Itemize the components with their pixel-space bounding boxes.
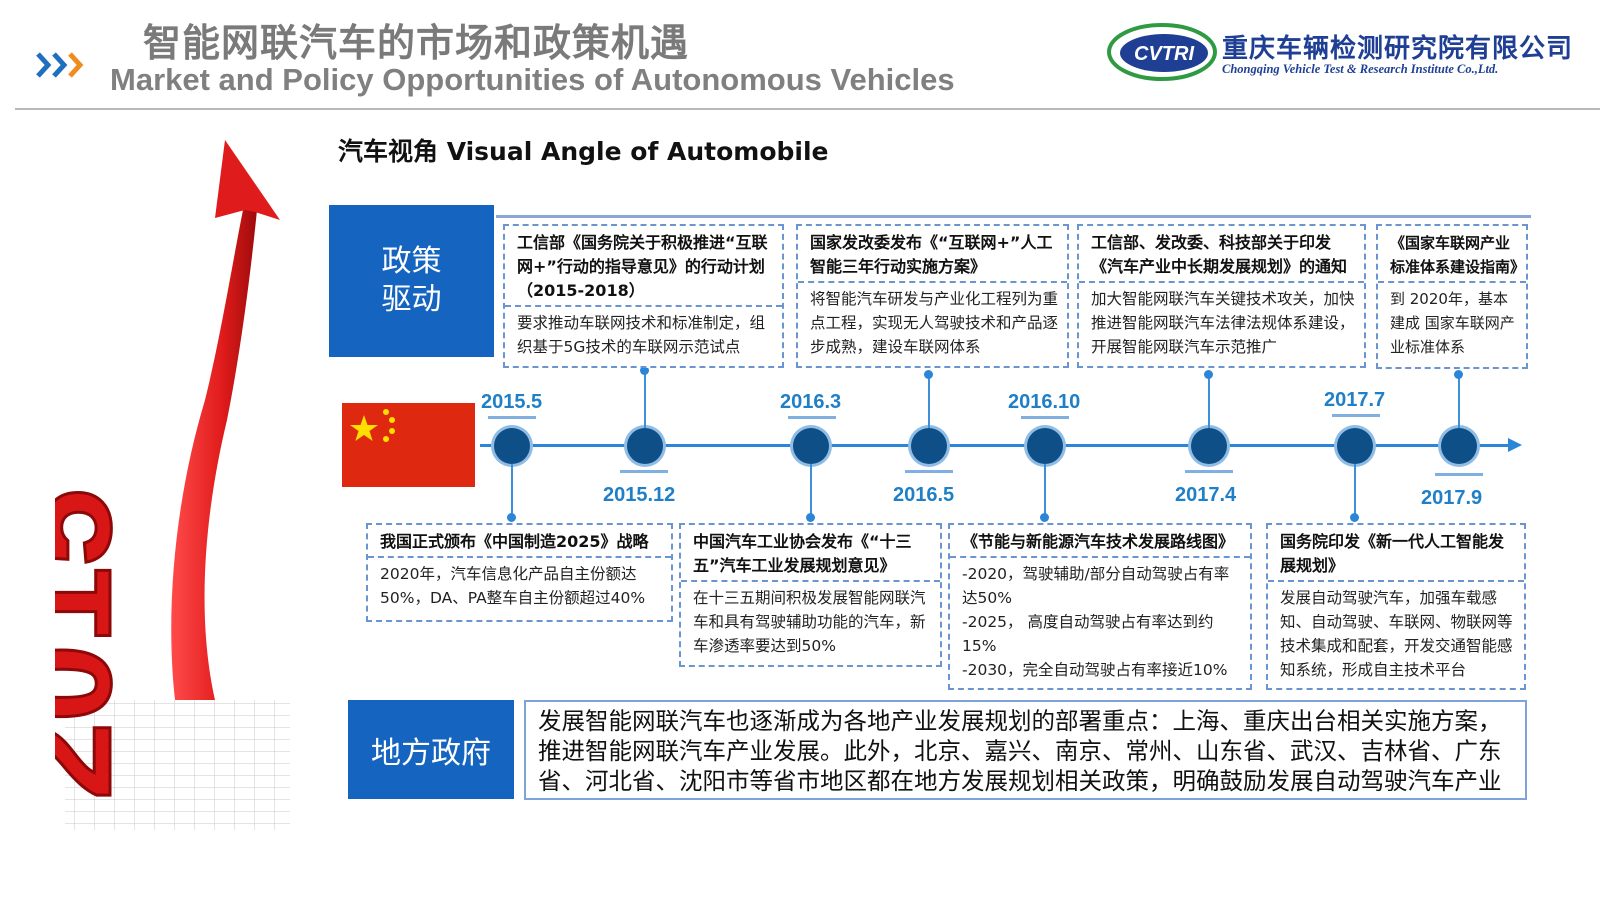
year-underline — [788, 416, 836, 419]
year-label: 2015.5 — [481, 391, 543, 413]
connector-line — [1044, 464, 1046, 517]
timeline-dot-2015-12 — [627, 428, 663, 464]
company-name-en: Chongqing Vehicle Test & Research Instit… — [1222, 62, 1499, 76]
connector-line — [1208, 374, 1210, 428]
connector-pin — [806, 513, 815, 522]
year-underline — [1185, 470, 1233, 473]
connector-line — [644, 370, 646, 428]
timeline-dot-2017-9 — [1441, 428, 1477, 464]
chevron-arrows-icon — [36, 52, 84, 78]
year-underline — [905, 470, 953, 473]
connector-line — [1354, 464, 1356, 517]
connector-pin — [924, 370, 933, 379]
connector-line — [511, 464, 513, 517]
year-label: 2016.10 — [1008, 391, 1081, 413]
event-card-title: 我国正式颁布《中国制造2025》战略 — [368, 525, 671, 558]
section-title: 汽车视角 Visual Angle of Automobile — [338, 137, 829, 166]
event-card-body: 在十三五期间积极发展智能网联汽车和具有驾驶辅助功能的汽车，新车渗透率要达到50% — [693, 589, 926, 655]
roadmap-line: -2025， 高度自动驾驶占有率达到约15% — [962, 613, 1214, 655]
event-card-title: 国务院印发《新一代人工智能发展规划》 — [1268, 525, 1524, 582]
page-title: 智能网联汽车的市场和政策机遇 — [143, 21, 690, 65]
year-underline — [488, 416, 536, 419]
roadmap-line: -2030，完全自动驾驶占有率接近10% — [962, 661, 1228, 679]
year-underline — [1435, 473, 1483, 476]
event-card-body: 将智能汽车研发与产业化工程列为重点工程，实现无人驾驶技术和产品逐步成熟，建设车联… — [810, 290, 1059, 356]
event-card-body: 加大智能网联汽车关键技术攻关，加快推进智能网联汽车法律法规体系建设，开展智能网联… — [1091, 290, 1355, 356]
timeline-dot-2017-7 — [1337, 428, 1373, 464]
cvtri-logo-icon: CVTRI — [1107, 23, 1217, 81]
timeline-dot-2016-10 — [1027, 428, 1063, 464]
event-card-body: 到 2020年，基本建成 国家车联网产业标准体系 — [1390, 290, 1515, 356]
connector-pin — [1350, 513, 1359, 522]
year-underline — [1021, 416, 1069, 419]
local-government-text: 发展智能网联汽车也逐渐成为各地产业发展规划的部署重点：上海、重庆出台相关实施方案… — [524, 700, 1527, 800]
connector-pin — [1040, 513, 1049, 522]
local-government-label: 地方政府 — [348, 700, 514, 799]
timeline-dot-2015-5 — [494, 428, 530, 464]
connector-line — [928, 374, 930, 428]
timeline-dot-2016-3 — [793, 428, 829, 464]
event-card-title: 工信部《国务院关于积极推进“互联网+”行动的指导意见》的行动计划（2015-20… — [505, 226, 782, 307]
event-card-title: 中国汽车工业协会发布《“十三五”汽车工业发展规划意见》 — [681, 525, 940, 582]
connector-pin — [1204, 370, 1213, 379]
connector-pin — [640, 366, 649, 375]
year-underline — [620, 470, 668, 473]
year-label: 2016.3 — [780, 391, 842, 413]
year-label: 2017.7 — [1324, 389, 1386, 411]
event-card-2016-3: 中国汽车工业协会发布《“十三五”汽车工业发展规划意见》 在十三五期间积极发展智能… — [679, 523, 942, 667]
top-events-rule — [496, 215, 1531, 218]
roadmap-line: -2020，驾驶辅助/部分自动驾驶占有率达50% — [962, 565, 1230, 607]
policy-driven-label: 政策 驱动 — [329, 205, 494, 357]
connector-line — [810, 464, 812, 517]
event-card-2017-4: 工信部、发改委、科技部关于印发《汽车产业中长期发展规划》的通知 加大智能网联汽车… — [1077, 224, 1366, 368]
page-subtitle: Market and Policy Opportunities of Auton… — [110, 62, 955, 97]
svg-text:CVTRI: CVTRI — [1134, 43, 1194, 65]
event-card-title: 工信部、发改委、科技部关于印发《汽车产业中长期发展规划》的通知 — [1079, 226, 1364, 283]
year-label: 2015.12 — [603, 484, 676, 506]
event-card-2015-12: 工信部《国务院关于积极推进“互联网+”行动的指导意见》的行动计划（2015-20… — [503, 224, 784, 368]
company-name: 重庆车辆检测研究院有限公司 — [1222, 34, 1574, 64]
policy-label-line2: 驱动 — [381, 282, 442, 317]
svg-text:2015: 2015 — [55, 489, 140, 800]
event-card-2017-9: 《国家车联网产业标准体系建设指南》 到 2020年，基本建成 国家车联网产业标准… — [1376, 224, 1528, 369]
event-card-body: 要求推动车联网技术和标准制定，组织基于5G技术的车联网示范试点 — [517, 314, 766, 356]
event-card-title: 《节能与新能源汽车技术发展路线图》 — [950, 525, 1250, 558]
event-card-body: 发展自动驾驶汽车，加强车载感知、自动驾驶、车联网、物联网等技术集成和配套，开发交… — [1280, 589, 1513, 679]
event-card-2015-5: 我国正式颁布《中国制造2025》战略 2020年，汽车信息化产品自主份额达50%… — [366, 523, 673, 622]
china-flag-icon — [342, 403, 475, 487]
timeline-arrowhead-icon — [1508, 438, 1522, 452]
event-card-2016-5: 国家发改委发布《“互联网+”人工智能三年行动实施方案》 将智能汽车研发与产业化工… — [796, 224, 1069, 368]
connector-pin — [1454, 370, 1463, 379]
timeline-dot-2016-5 — [911, 428, 947, 464]
event-card-2016-10: 《节能与新能源汽车技术发展路线图》 -2020，驾驶辅助/部分自动驾驶占有率达5… — [948, 523, 1252, 690]
red-arrow-2015-illustration: 2015 — [55, 140, 290, 830]
event-card-title: 《国家车联网产业标准体系建设指南》 — [1378, 226, 1526, 283]
connector-pin — [507, 513, 516, 522]
year-underline — [1332, 414, 1380, 417]
event-card-2017-7: 国务院印发《新一代人工智能发展规划》 发展自动驾驶汽车，加强车载感知、自动驾驶、… — [1266, 523, 1526, 690]
event-card-title: 国家发改委发布《“互联网+”人工智能三年行动实施方案》 — [798, 226, 1067, 283]
event-card-body: 2020年，汽车信息化产品自主份额达50%，DA、PA整车自主份额超过40% — [380, 565, 646, 607]
year-label: 2017.9 — [1421, 487, 1483, 509]
year-label: 2017.4 — [1175, 484, 1237, 506]
event-card-body: -2020，驾驶辅助/部分自动驾驶占有率达50% -2025， 高度自动驾驶占有… — [950, 558, 1250, 686]
policy-label-line1: 政策 — [381, 244, 442, 279]
timeline-axis — [480, 444, 1510, 447]
connector-line — [1458, 374, 1460, 428]
timeline-dot-2017-4 — [1191, 428, 1227, 464]
year-label: 2016.5 — [893, 484, 955, 506]
header-divider — [15, 108, 1600, 110]
